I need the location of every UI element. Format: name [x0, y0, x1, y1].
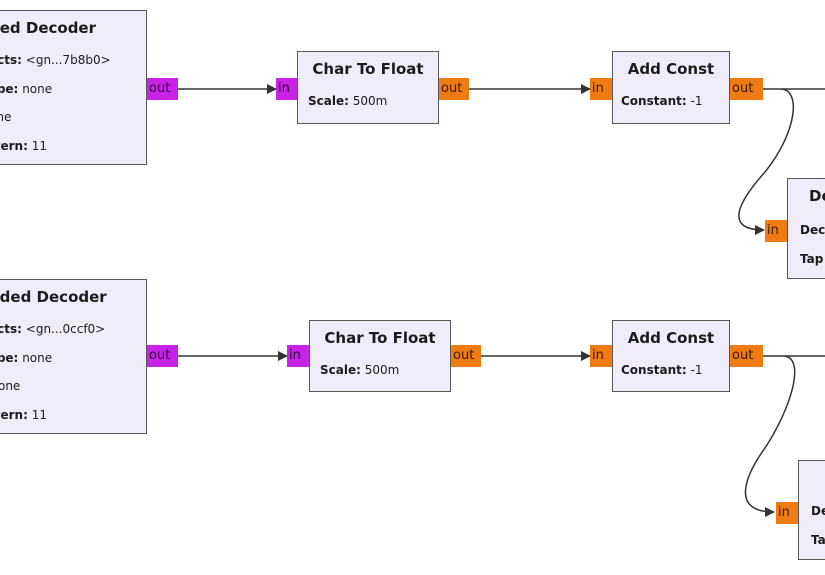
partial-block-2[interactable]: De Ta [798, 460, 825, 560]
param-scale: Scale: 500m [308, 94, 388, 108]
char-to-float-block-1[interactable]: Char To Float Scale: 500m [297, 51, 439, 124]
param-constant: Constant: -1 [621, 363, 703, 377]
connection-add2-cut2[interactable] [744, 355, 796, 517]
param-type: ype: none [0, 351, 53, 365]
block-title: De [809, 187, 825, 205]
block-title: Char To Float [312, 60, 424, 78]
ctf1-in-port[interactable]: in [276, 78, 297, 100]
param-type: ype: none [0, 82, 53, 96]
decoder-block-1[interactable]: ded Decoder ects: <gn...7b8b0> ype: none… [0, 10, 147, 165]
param-constant: Constant: -1 [621, 94, 703, 108]
char-to-float-block-2[interactable]: Char To Float Scale: 500m [309, 320, 451, 392]
block-title: Add Const [627, 60, 715, 78]
add2-in-port[interactable]: in [590, 345, 612, 367]
block-title: Char To Float [324, 329, 436, 347]
decoder-block-2[interactable]: nded Decoder ects: <gn...0ccf0> ype: non… [0, 279, 147, 434]
param-line2: Ta [811, 533, 825, 547]
cut2-in-port[interactable]: in [776, 502, 798, 524]
add1-in-port[interactable]: in [590, 78, 612, 100]
param-pattern: ttern: 11 [0, 139, 47, 153]
block-title: nded Decoder [0, 288, 107, 306]
param-line1: De [811, 504, 825, 518]
param-line2: Tap [800, 252, 824, 266]
connection-add1-cut1[interactable] [738, 88, 795, 235]
add-const-block-1[interactable]: Add Const Constant: -1 [612, 51, 730, 124]
add-const-block-2[interactable]: Add Const Constant: -1 [612, 320, 730, 392]
block-title: Add Const [627, 329, 715, 347]
ctf2-in-port[interactable]: in [287, 345, 309, 367]
decoder2-out-port[interactable]: out [147, 345, 178, 367]
cut1-in-port[interactable]: in [765, 220, 787, 242]
param-line1: Dec [800, 223, 825, 237]
param-none: one [0, 110, 12, 124]
param-scale: Scale: 500m [320, 363, 400, 377]
param-pattern: ttern: 11 [0, 408, 47, 422]
ctf2-out-port[interactable]: out [451, 345, 481, 367]
param-objects: ects: <gn...7b8b0> [0, 53, 111, 67]
add2-out-port[interactable]: out [730, 345, 763, 367]
decoder1-out-port[interactable]: out [147, 78, 178, 100]
param-objects: ects: <gn...0ccf0> [0, 322, 106, 336]
ctf1-out-port[interactable]: out [439, 78, 469, 100]
partial-block-1[interactable]: De Dec Tap [787, 178, 825, 279]
add1-out-port[interactable]: out [730, 78, 763, 100]
block-title: ded Decoder [0, 19, 96, 37]
param-none: None [0, 379, 21, 393]
